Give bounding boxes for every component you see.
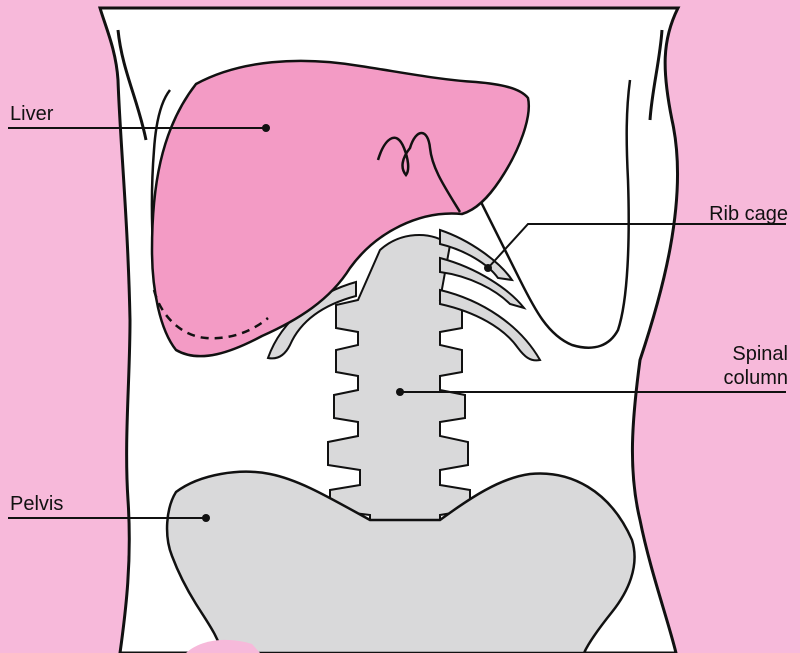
label-spinal-column-line1: Spinal — [732, 342, 788, 366]
label-liver: Liver — [10, 102, 53, 126]
pelvis-dot — [202, 514, 210, 522]
label-rib-cage: Rib cage — [709, 202, 788, 226]
liver-dot — [262, 124, 270, 132]
spinal-column-dot — [396, 388, 404, 396]
rib-cage-dot — [484, 264, 492, 272]
label-spinal-column-line2: column — [724, 366, 788, 390]
label-pelvis: Pelvis — [10, 492, 63, 516]
